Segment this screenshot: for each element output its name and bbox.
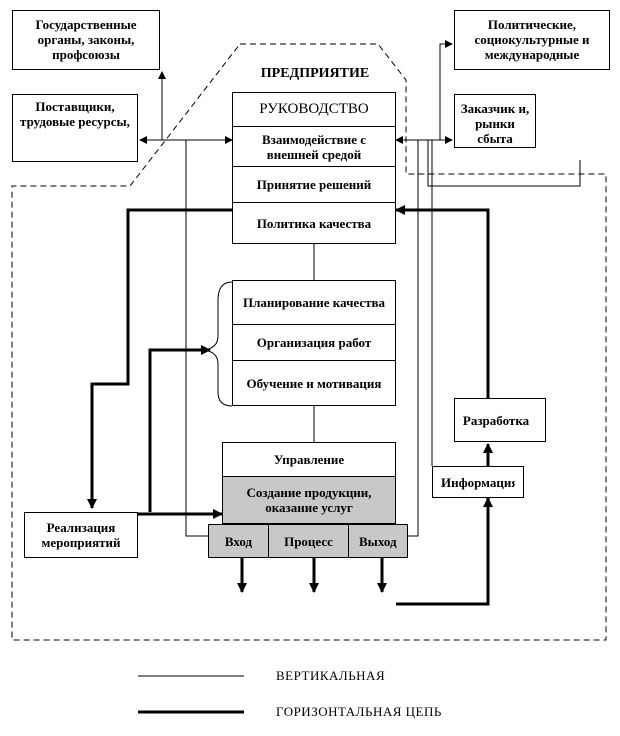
chain-implementation-to-planning bbox=[148, 345, 211, 512]
decision-making-cell: Принятие решений bbox=[233, 167, 395, 203]
link-left-to-input bbox=[185, 140, 208, 537]
flow-process-cell: Процесс bbox=[269, 525, 349, 557]
information-box: Информация bbox=[432, 466, 524, 498]
customers-box: Заказчик и, рынки сбыта bbox=[454, 94, 536, 148]
implementation-box: Реализация мероприятий bbox=[24, 512, 138, 558]
quality-policy-cell: Политика качества bbox=[256, 215, 372, 231]
work-organization-cell: Организация работ bbox=[233, 325, 395, 361]
implementation-label: Реализация мероприятий bbox=[41, 520, 121, 550]
planning-block: Планирование качества Организация работ … bbox=[232, 280, 396, 406]
link-customers-feed bbox=[427, 140, 581, 187]
process-flow-bar: Вход Процесс Выход bbox=[208, 524, 408, 558]
development-label: Разработка bbox=[462, 412, 530, 428]
production-block: Управление Создание продукции, оказание … bbox=[222, 442, 396, 524]
control-cell: Управление bbox=[223, 443, 395, 477]
state-bodies-box: Государственные органы, законы, профсоюз… bbox=[12, 10, 160, 70]
customers-label: Заказчик и, рынки сбыта bbox=[460, 101, 530, 146]
chain-output-to-info bbox=[396, 497, 493, 606]
enterprise-boundary bbox=[11, 43, 607, 641]
legend-horizontal-wrap: ГОРИЗОНТАЛЬНАЯ ЦЕПЬ bbox=[276, 704, 476, 728]
development-box: Разработка bbox=[454, 398, 546, 442]
enterprise-label: ПРЕДПРИЯТИЕ bbox=[260, 66, 370, 81]
state-bodies-label: Государственные органы, законы, профсоюз… bbox=[35, 17, 137, 62]
production-creation-cell: Создание продукции, оказание услуг bbox=[223, 477, 395, 523]
chain-policy-to-implementation bbox=[87, 208, 232, 509]
link-political bbox=[439, 40, 453, 140]
training-motivation-cell: Обучение и мотивация bbox=[246, 375, 382, 391]
legend-vertical-label: ВЕРТИКАЛЬНАЯ bbox=[276, 668, 386, 683]
chain-development-to-policy bbox=[395, 205, 490, 398]
flow-output-cell: Выход bbox=[349, 525, 407, 557]
legend-horizontal-label: ГОРИЗОНТАЛЬНАЯ ЦЕПЬ bbox=[276, 704, 442, 719]
political-label: Политические, социокультурные и междунар… bbox=[474, 17, 590, 62]
suppliers-box: Поставщики, трудовые ресурсы, bbox=[12, 94, 138, 162]
quality-planning-cell: Планирование качества bbox=[233, 281, 395, 325]
political-box: Политические, социокультурные и междунар… bbox=[454, 10, 610, 70]
management-header: РУКОВОДСТВО bbox=[233, 93, 395, 127]
link-right-to-output bbox=[396, 140, 419, 537]
information-label: Информация bbox=[441, 474, 515, 490]
planning-brace bbox=[203, 281, 233, 407]
management-block: РУКОВОДСТВО Взаимодействие с внешней сре… bbox=[232, 92, 396, 244]
suppliers-label: Поставщики, трудовые ресурсы, bbox=[20, 99, 130, 129]
external-interaction-cell: Взаимодействие с внешней средой bbox=[233, 127, 395, 167]
flow-input-cell: Вход bbox=[209, 525, 269, 557]
